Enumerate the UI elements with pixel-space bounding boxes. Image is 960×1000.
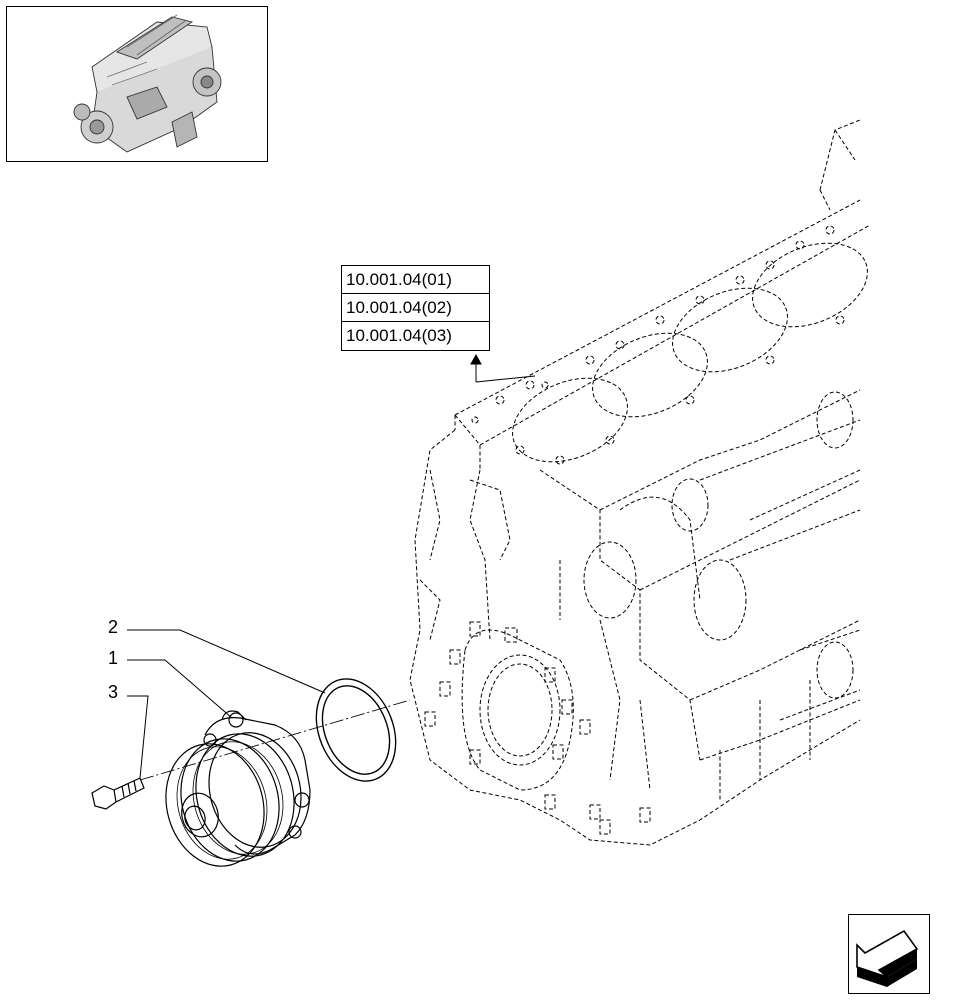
o-ring-gasket — [315, 678, 397, 782]
engine-thumbnail-icon — [73, 14, 222, 153]
engine-block — [409, 119, 871, 846]
callout-2: 2 — [108, 617, 119, 637]
callout-3: 3 — [108, 682, 119, 702]
reference-link-03[interactable]: 10.001.04(03) — [346, 326, 452, 345]
water-pump-assembly — [165, 710, 311, 867]
reference-link-02[interactable]: 10.001.04(02) — [342, 294, 489, 322]
callout-1: 1 — [108, 648, 119, 668]
previous-page-button[interactable] — [848, 914, 930, 994]
reference-table: 10.001.04(01) 10.001.04(02) 10.001.04(03… — [341, 265, 490, 351]
reference-link-01[interactable]: 10.001.04(01) — [342, 266, 489, 294]
previous-page-arrow-icon — [856, 929, 919, 987]
engine-thumbnail — [6, 6, 268, 162]
flange-bolt — [91, 777, 145, 810]
